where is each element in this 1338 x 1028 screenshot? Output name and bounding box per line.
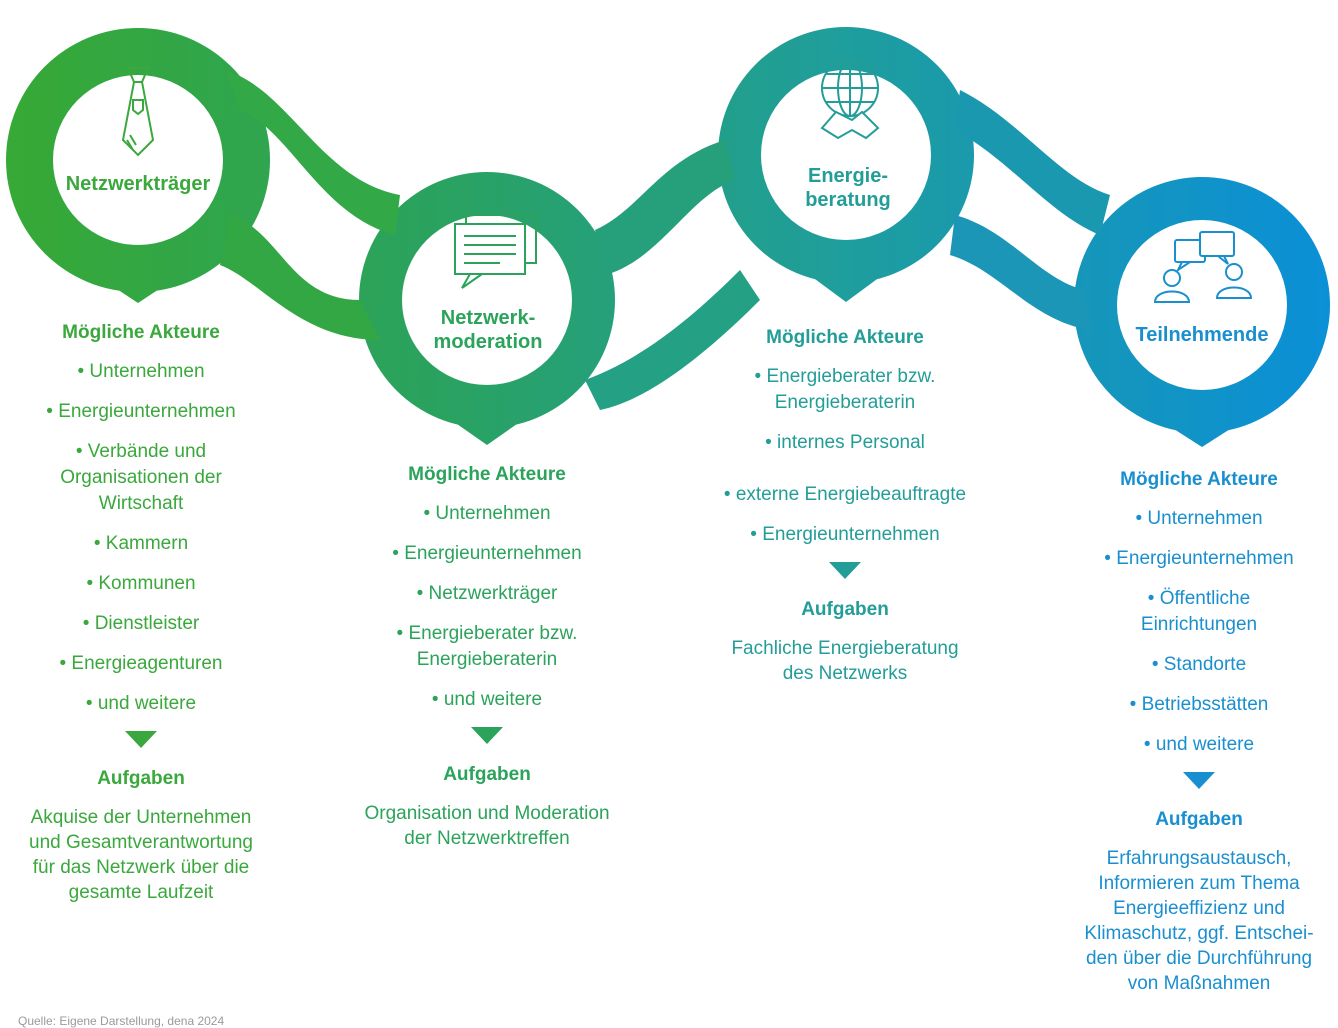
actors-heading: Mögliche Akteure [766,327,924,348]
down-arrow-icon [125,731,157,748]
necktie-icon [121,67,155,157]
tasks-text: Organisation und Moderation der Netzwerk… [364,803,610,849]
actor-item: • und weitere [1143,734,1255,755]
actor-item: • Energieunternehmen [46,401,236,422]
chat-document-icon [454,214,537,289]
node-title-netzwerktraeger: Netzwerkträger [65,173,211,195]
tasks-heading: Aufgaben [443,764,531,785]
node-title-teilnehmende: Teilnehmende [1135,324,1269,346]
actor-item: • Kommunen [86,573,196,594]
tasks-heading: Aufgaben [801,599,889,620]
pin-teilnehmende [1074,177,1330,447]
actor-item: • Energieberater bzw. Energieberaterin [396,623,578,670]
actor-item: • Energieunternehmen [1104,548,1294,569]
column-energieberatung: Mögliche Akteure • Energieberater bzw. E… [700,325,990,686]
actor-item: • Kammern [93,533,189,554]
actor-item: • Netzwerkträger [416,583,558,604]
actor-item: • Öffentliche Einrichtungen [1140,588,1258,635]
tasks-heading: Aufgaben [1155,809,1243,830]
actor-item: • Unternehmen [1135,508,1263,529]
down-arrow-icon [471,727,503,744]
actor-item: • und weitere [431,689,543,710]
actor-item: • Energieunternehmen [392,543,582,564]
pin-netzwerkmoderation [359,172,615,445]
node-title-netzwerkmoderation: Netzwerk- moderation [433,307,543,353]
column-teilnehmende: Mögliche Akteure • Unternehmen • Energie… [1066,467,1332,996]
tasks-heading: Aufgaben [97,768,185,789]
actors-heading: Mögliche Akteure [62,322,220,343]
actor-item: • internes Personal [765,432,925,453]
actors-heading: Mögliche Akteure [1120,469,1278,490]
down-arrow-icon [1183,772,1215,789]
actor-item: • Verbände und Organisationen der Wirtsc… [60,441,222,514]
actor-item: • und weitere [85,693,197,714]
tasks-text: Akquise der Unternehmen und Gesamtverant… [29,807,253,903]
actor-item: • Betriebsstätten [1129,694,1269,715]
tasks-text: Fachliche Energieberatung des Netzwerks [731,638,959,684]
globe-handshake-icon [820,59,880,140]
column-netzwerktraeger: Mögliche Akteure • Unternehmen • Energie… [10,320,272,905]
actors-heading: Mögliche Akteure [408,464,566,485]
actor-item: • Dienstleister [82,613,200,634]
actor-item: • Unternehmen [423,503,551,524]
actor-item: • Standorte [1151,654,1247,675]
pin-netzwerktraeger [6,28,270,303]
tasks-text: Erfahrungsaustausch, Informieren zum The… [1084,848,1314,994]
people-chat-icon [1153,231,1253,303]
node-title-energieberatung: Energie- beratung [805,165,891,211]
actor-item: • Energieunternehmen [750,524,940,545]
actor-item: • Energieagenturen [59,653,223,674]
actor-item: • Energieberater bzw. Energieberaterin [754,366,936,413]
pin-energieberatung [718,27,974,302]
actor-item: • Unternehmen [77,361,205,382]
source-footnote: Quelle: Eigene Darstellung, dena 2024 [18,1014,225,1028]
actor-item: • externe Energiebeauftragte [723,484,967,505]
down-arrow-icon [829,562,861,579]
column-netzwerkmoderation: Mögliche Akteure • Unternehmen • Energie… [350,462,624,851]
